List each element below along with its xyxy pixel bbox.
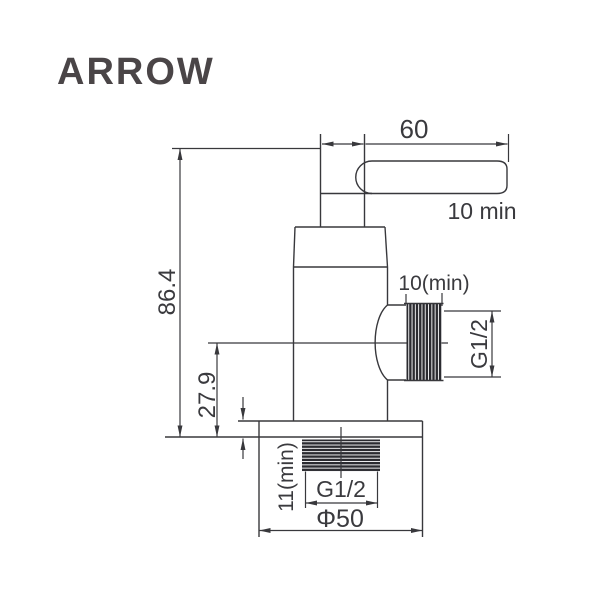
dim-label-phi50: Φ50 [316, 505, 364, 533]
dim-label-10min: 10 min [447, 198, 516, 224]
handle-outline [319, 134, 508, 227]
side-thread: 10(min) [398, 272, 470, 382]
dim-flange-diameter: Φ50 [258, 505, 423, 533]
dim-overall-height: 86.4 [154, 147, 321, 438]
bonnet-right-line [384, 226, 389, 268]
dim-label-86-4: 86.4 [154, 269, 181, 316]
dim-handle-length: 60 10 min [321, 114, 517, 224]
valve-body-outline [292, 267, 406, 421]
flange-outline [165, 420, 424, 537]
brand-logo: ARROW [57, 51, 215, 93]
body-waist-arc [374, 304, 388, 381]
dim-label-g12-bottom: G1/2 [316, 476, 366, 502]
lever-outline [355, 160, 508, 195]
bonnet-outline [292, 226, 389, 268]
dim-label-11min: 11(min) [275, 442, 298, 512]
dim-label-60: 60 [400, 114, 429, 144]
dim-label-g12-side: G1/2 [466, 319, 492, 369]
side-thread-hatch [406, 303, 442, 381]
bottom-thread: 11(min) [275, 427, 380, 512]
dim-label-27-9: 27.9 [194, 372, 221, 419]
dim-bottom-thread-spec: G1/2 [304, 471, 379, 508]
bonnet-left-line [292, 226, 296, 268]
dim-label-10min-thread: 10(min) [398, 272, 469, 295]
dim-side-thread-spec: G1/2 [444, 310, 501, 378]
